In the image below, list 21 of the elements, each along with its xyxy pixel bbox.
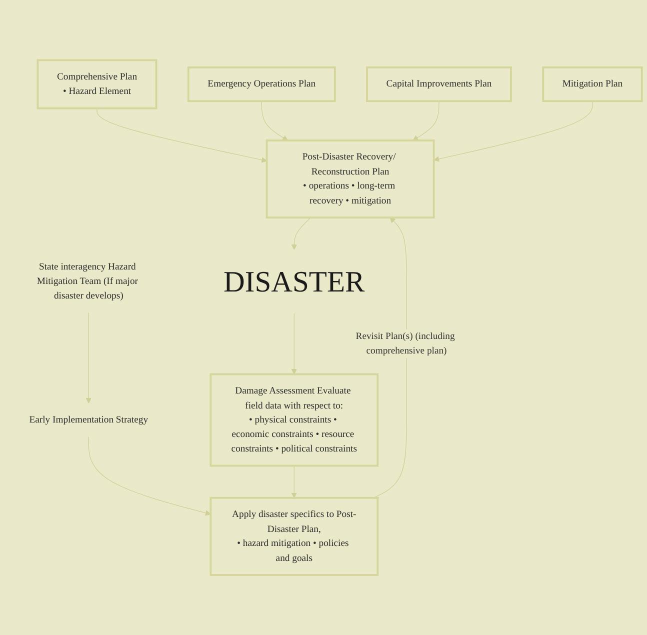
- arrow: [96, 108, 268, 163]
- arrow: [86, 312, 92, 404]
- arrow: [373, 217, 407, 498]
- node-box: Emergency Operations Plan: [187, 66, 336, 102]
- arrow: [291, 465, 297, 498]
- arrow: [88, 436, 211, 516]
- arrow: [434, 100, 593, 162]
- arrow: [412, 100, 440, 141]
- node-text: DISASTER: [224, 264, 365, 298]
- arrow: [261, 100, 288, 141]
- node-box: Mitigation Plan: [542, 66, 643, 102]
- arrow: [291, 217, 311, 250]
- node-text: State interagency Hazard Mitigation Team (If major disaster develops): [36, 262, 138, 301]
- node-box: Damage Assessment Evaluate field data with respect to: • physical constraints • economic constraints • resource constraints • political constraints: [210, 373, 379, 467]
- node-box: Capital Improvements Plan: [366, 66, 512, 102]
- node-box: Post-Disaster Recovery/ Reconstruction Plan • operations • long-term recovery • mitigation: [266, 139, 435, 218]
- node-box: Apply disaster specifics to Post-Disaster Plan, • hazard mitigation • policies and goals: [210, 496, 379, 576]
- arrow: [291, 312, 297, 374]
- node-text: Early Implementation Strategy: [29, 414, 148, 425]
- edge-label: Revisit Plan(s) (including comprehensive plan): [356, 331, 455, 356]
- node-box: Comprehensive Plan • Hazard Element: [36, 59, 158, 110]
